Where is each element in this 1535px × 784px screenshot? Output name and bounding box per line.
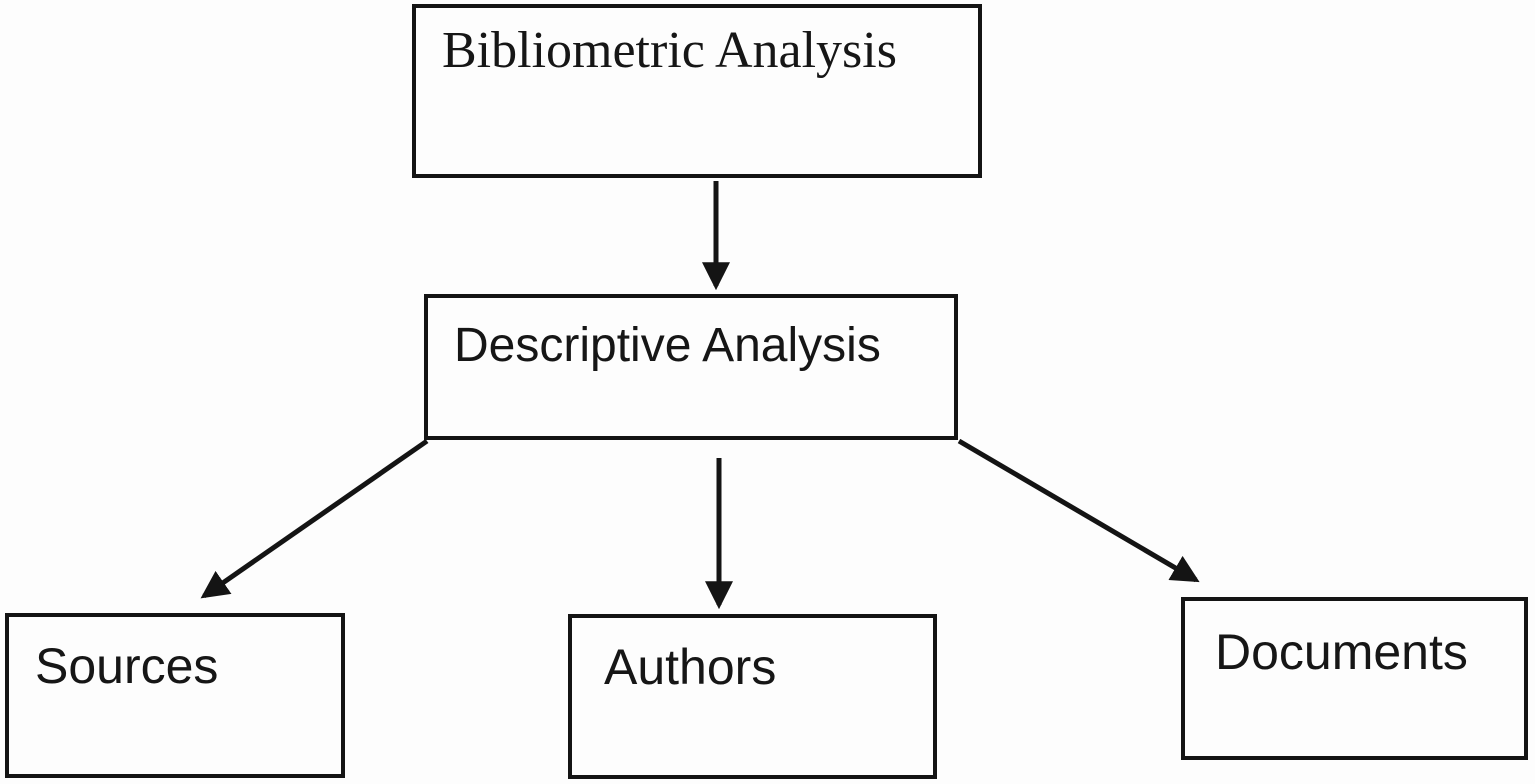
node-sources-label: Sources <box>35 638 219 694</box>
node-descriptive-analysis: Descriptive Analysis <box>424 294 958 440</box>
node-bibliometric-analysis-label: Bibliometric Analysis <box>442 22 897 79</box>
node-descriptive-analysis-label: Descriptive Analysis <box>454 319 881 372</box>
arrow-descriptive-to-documents <box>957 438 1200 583</box>
node-bibliometric-analysis: Bibliometric Analysis <box>412 4 982 178</box>
node-authors: Authors <box>568 614 937 779</box>
node-documents: Documents <box>1181 597 1528 760</box>
node-sources: Sources <box>5 613 345 778</box>
node-documents-label: Documents <box>1215 624 1468 680</box>
arrow-descriptive-to-sources <box>200 438 429 599</box>
node-authors-label: Authors <box>604 639 777 695</box>
